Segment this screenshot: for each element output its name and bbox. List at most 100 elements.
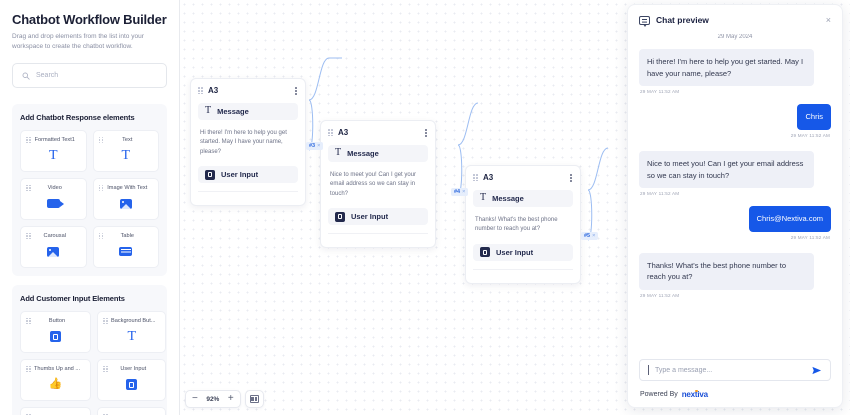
chat-timestamp: 29 MAY 11:52 AM [640, 191, 830, 196]
node-menu-icon[interactable] [294, 86, 298, 96]
chat-message-bot-1: Hi there! I'm here to help you get start… [639, 49, 831, 94]
connector-label-4[interactable]: #4 × [451, 188, 468, 196]
drag-handle-icon[interactable] [26, 184, 31, 192]
node-footer [198, 191, 298, 196]
palette-item-button[interactable]: Button [20, 311, 91, 353]
drag-handle-icon[interactable] [103, 365, 108, 373]
node-input-label: User Input [496, 248, 533, 257]
palette-item-table[interactable]: Table [93, 226, 160, 268]
text-icon: T [205, 106, 211, 116]
node-type-row: T Message [198, 103, 298, 120]
button-icon [205, 170, 215, 180]
drag-handle-icon[interactable] [99, 184, 104, 192]
button-icon [103, 373, 160, 396]
node-message-text: Nice to meet you! Can I get your email a… [328, 162, 428, 209]
chat-message-bot-3: Thanks! What's the best phone number to … [639, 253, 831, 298]
palette-item-label: Table [107, 233, 154, 239]
palette-item-label: Video [34, 185, 81, 191]
node-type-label: Message [492, 194, 524, 203]
node-id-label: A3 [338, 128, 419, 137]
connector-label-3[interactable]: #3 × [306, 142, 323, 150]
chat-message-user-2: Chris@Nextiva.com 29 MAY 11:52 AM [639, 206, 831, 250]
node-input-label: User Input [351, 212, 388, 221]
send-icon[interactable] [811, 365, 822, 376]
workflow-node-2[interactable]: A3 T Message Nice to meet you! Can I get… [320, 120, 436, 248]
powered-by-label: Powered By [640, 391, 678, 398]
text-icon: T [480, 193, 486, 203]
node-type-row: T Message [328, 145, 428, 162]
drag-handle-icon[interactable] [26, 232, 31, 240]
close-icon[interactable]: × [462, 189, 465, 195]
search-input[interactable]: Search [12, 63, 167, 88]
drag-handle-icon[interactable] [473, 174, 478, 182]
fit-to-screen-icon [250, 395, 259, 403]
connector-label-5[interactable]: #5 × [581, 232, 598, 240]
palette-item-label: Formatted Text1 [34, 137, 81, 143]
image-icon [99, 192, 154, 215]
node-message-text: Thanks! What's the best phone number to … [473, 207, 573, 244]
chat-bubble: Chris [797, 104, 831, 130]
carousel-icon [26, 240, 81, 263]
drag-handle-icon[interactable] [26, 136, 31, 144]
palette-item-formatted-text[interactable]: Formatted Text1 T [20, 130, 87, 172]
text-caret [648, 365, 649, 375]
drag-handle-icon[interactable] [103, 317, 108, 325]
chat-timestamp: 29 MAY 11:52 AM [791, 133, 830, 138]
text-icon: T [99, 144, 154, 167]
palette-cards: Button Background But... T Thumbs Up and… [20, 311, 159, 415]
palette-item-background-button[interactable]: Background But... T [97, 311, 166, 353]
node-header[interactable]: A3 [473, 173, 573, 183]
palette-item-video[interactable]: Video [20, 178, 87, 220]
close-icon[interactable]: × [826, 16, 831, 25]
chat-message-list: 29 May 2024 Hi there! I'm here to help y… [639, 34, 831, 359]
workflow-node-1[interactable]: A3 T Message Hi there! I'm here to help … [190, 78, 306, 206]
palette-item-image-with-text[interactable]: Image With Text [93, 178, 160, 220]
node-header[interactable]: A3 [198, 86, 298, 96]
chat-bubble: Nice to meet you! Can I get your email a… [639, 151, 814, 188]
drag-handle-icon[interactable] [99, 232, 104, 240]
drag-handle-icon[interactable] [99, 136, 104, 144]
palette-item-label: User Input [111, 366, 160, 372]
palette-item-carousal[interactable]: Carousal [20, 226, 87, 268]
close-icon[interactable]: × [592, 233, 595, 239]
node-id-label: A3 [483, 173, 564, 182]
button-icon [335, 212, 345, 222]
node-input-label: User Input [221, 170, 258, 179]
chat-timestamp: 29 MAY 11:52 AM [640, 89, 830, 94]
node-input-row: User Input [473, 244, 573, 261]
node-menu-icon[interactable] [569, 173, 573, 183]
message-input[interactable]: Type a message... [639, 359, 831, 381]
chat-bubble-icon [639, 16, 650, 25]
node-type-label: Message [347, 149, 379, 158]
drag-handle-icon[interactable] [328, 129, 333, 137]
palette-item-text[interactable]: Text T [93, 130, 160, 172]
logo-dot [695, 390, 698, 393]
connector-label-text: #4 [454, 189, 460, 195]
palette-item-label: Thumbs Up and ... [34, 366, 85, 372]
node-footer [473, 269, 573, 274]
palette-item-user-input[interactable]: User Input [97, 359, 166, 401]
palette-item-thumbs-up[interactable]: Thumbs Up and ... 👍 [20, 359, 91, 401]
close-icon[interactable]: × [317, 143, 320, 149]
zoom-in-button[interactable]: + [228, 394, 234, 404]
node-menu-icon[interactable] [424, 128, 428, 138]
fit-to-screen-button[interactable] [245, 390, 264, 408]
drag-handle-icon[interactable] [26, 365, 31, 373]
palette-item-label: Button [34, 318, 85, 324]
drag-handle-icon[interactable] [198, 87, 203, 95]
zoom-out-button[interactable]: − [192, 394, 198, 404]
nextiva-logo: nextiva [682, 390, 708, 399]
node-type-row: T Message [473, 190, 573, 207]
chat-preview-title: Chat preview [656, 15, 820, 25]
palette-item-label: Text [107, 137, 154, 143]
table-icon [99, 240, 154, 263]
palette-item-partial-b[interactable] [97, 407, 166, 415]
workflow-node-3[interactable]: A3 T Message Thanks! What's the best pho… [465, 165, 581, 284]
drag-handle-icon[interactable] [26, 317, 31, 325]
node-header[interactable]: A3 [328, 128, 428, 138]
palette-item-partial-a[interactable] [20, 407, 91, 415]
chat-timestamp: 29 MAY 11:52 AM [640, 293, 830, 298]
search-placeholder: Search [36, 72, 58, 79]
page-subtitle: Drag and drop elements from the list int… [12, 32, 164, 52]
